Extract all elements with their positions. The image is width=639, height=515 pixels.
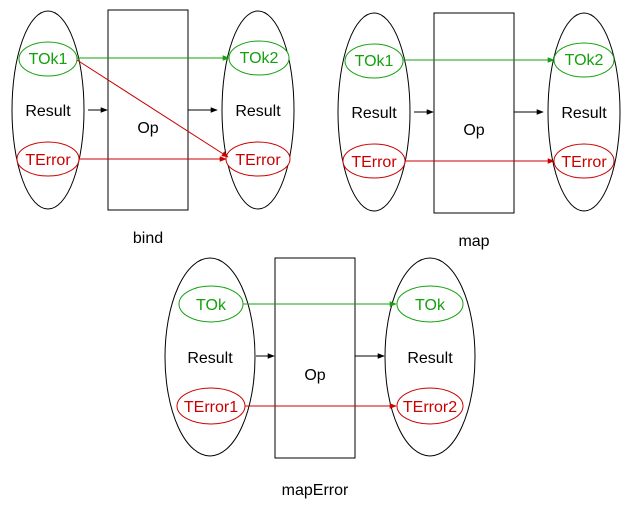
left-ok-ellipse [18,41,78,77]
op-box [433,12,515,214]
diagram-caption: map [458,233,489,250]
right-ok-label: TOk [415,297,446,314]
diagram-maperror: TOk Result TError1 Op TOk Result TError2… [164,257,476,499]
left-ok-label: TOk1 [29,51,68,68]
diagram-bind: TOk1 Result TError Op TOk2 Result TError… [11,9,295,247]
right-result-label: Result [235,103,281,120]
right-ok-label: TOk2 [240,50,279,67]
right-error-ellipse [396,387,464,425]
left-result-label: Result [25,103,71,120]
op-box [274,257,356,459]
left-error-label: TError [351,154,397,171]
op-label: Op [137,120,158,137]
left-ok-ellipse [344,43,404,79]
right-error-label: TError2 [403,399,457,416]
left-result-label: Result [351,105,397,122]
right-ok-label: TOk2 [565,52,604,69]
right-error-label: TError [561,154,607,171]
left-error-label: TError1 [184,399,238,416]
op-box [107,9,189,211]
op-label: Op [463,122,484,139]
right-result-label: Result [407,350,453,367]
diagram-caption: mapError [282,482,349,499]
op-label: Op [304,367,325,384]
right-ok-ellipse [396,285,464,323]
left-error-label: TError [25,152,71,169]
right-result-label: Result [561,105,607,122]
left-ok-label: TOk [196,297,227,314]
left-ok-label: TOk1 [355,53,394,70]
right-error-label: TError [235,152,281,169]
left-result-label: Result [187,350,233,367]
ok-to-error-arrow [76,59,229,158]
diagram-map: TOk1 Result TError Op TOk2 Result TError… [337,12,621,250]
diagram-caption: bind [133,230,163,247]
